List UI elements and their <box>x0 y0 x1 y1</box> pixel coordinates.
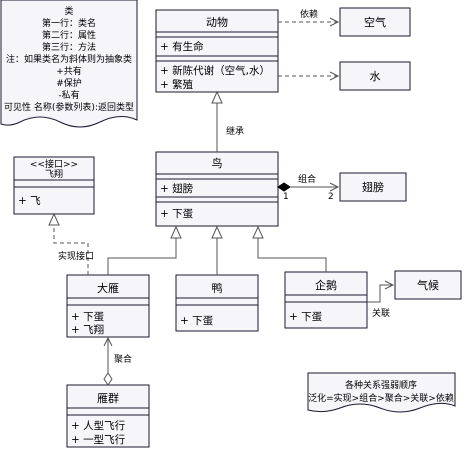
class-method: + 人型飞行 <box>71 419 126 432</box>
class-water[interactable]: 水 <box>339 61 411 91</box>
strength-note-title: 各种关系强弱顺序 <box>345 379 417 391</box>
realization-edge: 实现接口 <box>48 212 94 275</box>
inheritance-edge <box>252 225 327 272</box>
legend-line: 第三行：方法 <box>42 41 96 53</box>
class-goose[interactable]: 大雁 + 下蛋 + 飞翔 <box>66 274 150 338</box>
dependency-edge: 依赖 <box>278 8 340 27</box>
association-label: 关联 <box>372 307 390 319</box>
class-name: 企鹅 <box>315 278 337 292</box>
legend-line: 注：如果类名为斜体则为抽象类 <box>6 53 132 65</box>
class-method: + 下蛋 <box>160 208 194 220</box>
class-name: 翅膀 <box>362 180 384 194</box>
legend-line: 第一行：类名 <box>42 17 96 29</box>
class-attribute: + 翅膀 <box>160 182 193 195</box>
class-wing[interactable]: 翅膀 <box>339 172 407 202</box>
interface-stereotype: <<接口>> <box>30 158 78 170</box>
class-method: + 下蛋 <box>71 311 105 323</box>
interface-fly[interactable]: <<接口>> 飞翔 + 飞 <box>13 156 95 215</box>
inheritance-label: 继承 <box>226 125 244 137</box>
class-name: 鸭 <box>212 282 223 295</box>
class-name: 大雁 <box>97 281 119 295</box>
class-attribute: + 有生命 <box>160 40 204 53</box>
class-flock[interactable]: 雁群 + 人型飞行 + 一型飞行 <box>66 384 150 448</box>
class-method: + 繁殖 <box>160 78 194 91</box>
class-name: 鸟 <box>212 156 223 170</box>
legend-line: +共有 <box>56 65 82 77</box>
class-name: 气候 <box>417 278 439 292</box>
inheritance-edge: 继承 <box>211 90 244 152</box>
legend-line: 可见性 名称(参数列表):返回类型 <box>4 101 134 113</box>
strength-note: 各种关系强弱顺序 泛化=实现>组合>聚合>关联>依赖 <box>307 372 456 413</box>
class-name: 飞翔 <box>45 168 63 180</box>
class-method: + 下蛋 <box>289 311 323 323</box>
legend-line: 第二行：属性 <box>42 29 96 41</box>
legend-line: -私有 <box>58 89 79 101</box>
inheritance-edge <box>107 225 182 275</box>
class-climate[interactable]: 气候 <box>394 270 462 300</box>
class-name: 雁群 <box>97 391 119 405</box>
class-animal[interactable]: 动物 + 有生命 + 新陈代谢（空气,水） + 繁殖 <box>155 9 279 93</box>
class-name: 动物 <box>206 15 228 29</box>
composition-multiplicity: 1 <box>283 192 289 202</box>
class-name: 空气 <box>364 15 386 29</box>
association-edge: 关联 <box>367 280 395 319</box>
aggregation-label: 聚合 <box>114 353 132 365</box>
legend-line: 类 <box>64 5 73 17</box>
composition-label: 组合 <box>298 173 316 185</box>
class-air[interactable]: 空气 <box>339 7 411 37</box>
aggregation-edge: 聚合 <box>103 336 132 386</box>
class-method: + 一型飞行 <box>71 433 126 446</box>
class-duck[interactable]: 鸭 + 下蛋 <box>175 274 259 332</box>
class-method: + 下蛋 <box>180 315 214 327</box>
class-method: + 新陈代谢（空气,水） <box>160 64 270 77</box>
class-method: + 飞翔 <box>71 323 104 336</box>
class-method: + 飞 <box>18 195 41 207</box>
class-bird[interactable]: 鸟 + 翅膀 + 下蛋 <box>155 151 279 227</box>
realization-label: 实现接口 <box>58 250 94 262</box>
inheritance-edge <box>211 225 223 275</box>
strength-note-text: 泛化=实现>组合>聚合>关联>依赖 <box>308 392 454 404</box>
legend-line: #保护 <box>56 77 82 89</box>
class-penguin[interactable]: 企鹅 + 下蛋 <box>284 271 368 329</box>
dependency-label: 依赖 <box>300 8 318 20</box>
dependency-edge <box>278 71 340 81</box>
class-name: 水 <box>370 70 381 83</box>
composition-multiplicity: 2 <box>328 192 334 202</box>
composition-edge: 组合 1 2 <box>277 173 340 202</box>
legend-note: 类 第一行：类名 第二行：属性 第三行：方法 注：如果类名为斜体则为抽象类 +共… <box>0 0 138 128</box>
